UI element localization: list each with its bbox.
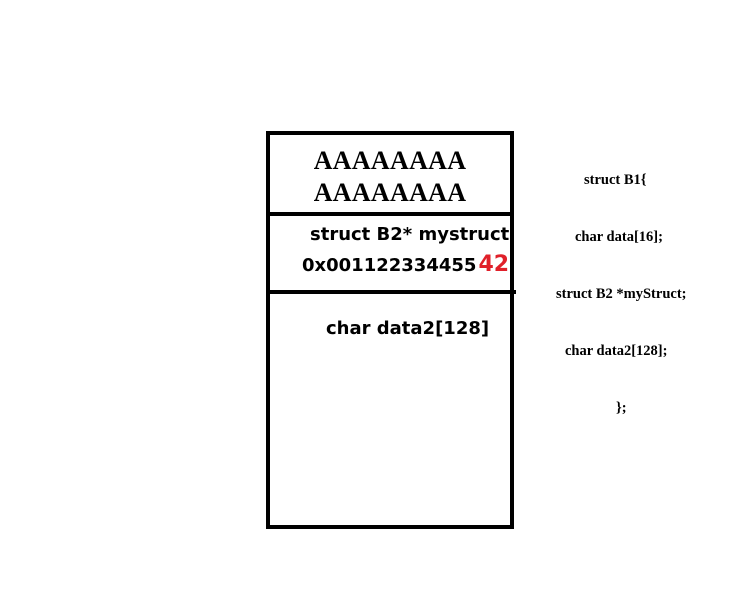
filler-row-2: AAAAAAAA [313, 178, 467, 207]
pointer-field-value: 0x00112233445542 [302, 252, 509, 280]
pointer-value-prefix: 0x001122334455 [302, 255, 477, 276]
code-line-3: struct B2 *myStruct; [556, 286, 687, 302]
filler-row-1: AAAAAAAA [313, 146, 467, 175]
buffer-field-label: char data2[128] [326, 318, 490, 339]
pointer-field-label: struct B2* mystruct [310, 224, 510, 245]
code-line-1: struct B1{ [584, 172, 647, 188]
struct-memory-box: AAAAAAAA AAAAAAAA struct B2* mystruct 0x… [266, 131, 516, 529]
struct-definition-code: struct B1{ char data[16]; struct B2 *myS… [548, 133, 718, 456]
code-line-4: char data2[128]; [565, 343, 668, 359]
region-divider-1 [266, 212, 514, 216]
code-line-5: }; [616, 400, 627, 416]
pointer-value-overflow-bytes: 42 [478, 252, 510, 277]
region-divider-2 [266, 290, 516, 294]
code-line-2: char data[16]; [575, 229, 663, 245]
